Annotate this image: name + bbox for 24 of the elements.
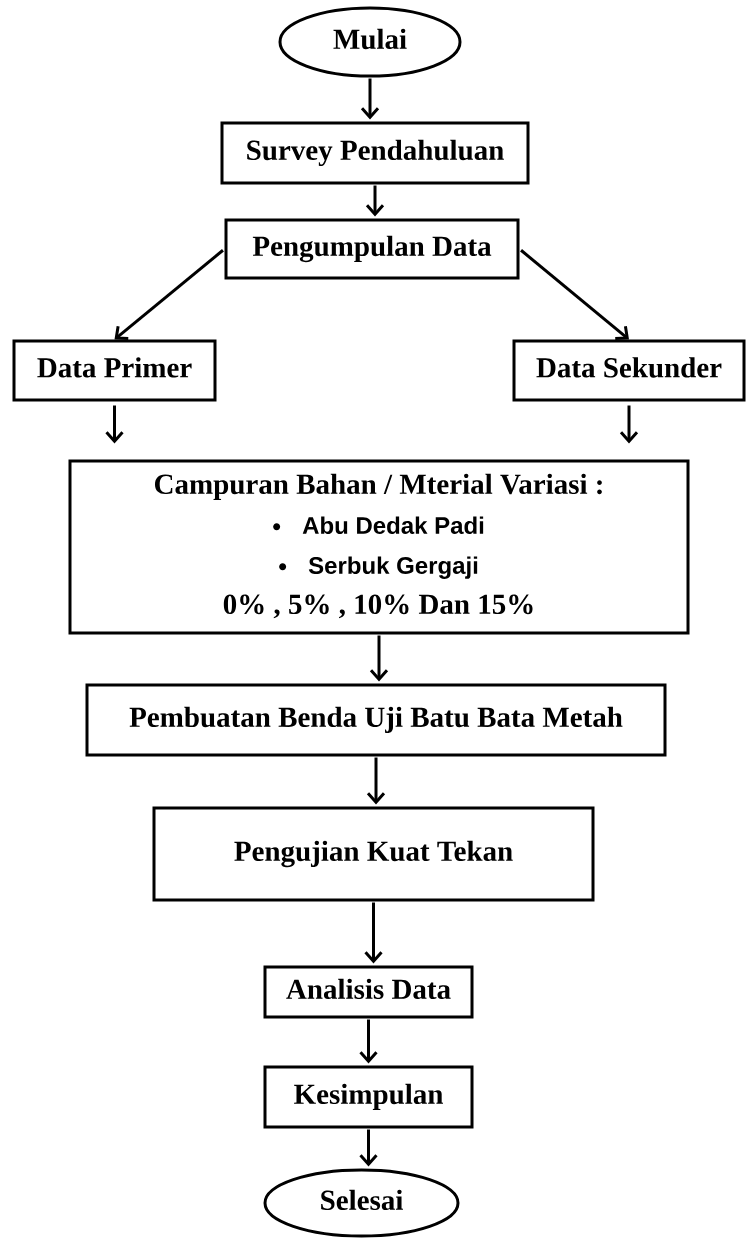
arrow xyxy=(105,405,124,444)
arrow xyxy=(619,405,639,444)
arrow xyxy=(360,78,380,120)
list-item: Serbuk Gergaji xyxy=(308,556,478,579)
arrow xyxy=(520,249,629,340)
process-box: Kesimpulan xyxy=(263,1065,474,1129)
arrow xyxy=(114,249,224,341)
percentage-text: 0% , 5% , 10% Dan 15% xyxy=(223,594,533,619)
list-item: Abu Dedak Padi xyxy=(302,516,484,535)
process-box xyxy=(68,459,690,635)
arrow xyxy=(366,757,386,805)
heading-text: Campuran Bahan / Mterial Variasi : xyxy=(155,473,602,500)
process-box: Survey Pendahuluan xyxy=(220,121,530,185)
process-box: Pengujian Kuat Tekan xyxy=(152,806,595,902)
process-box: Pengumpulan Data xyxy=(224,218,520,280)
process-box: Data Sekunder xyxy=(512,339,746,402)
process-box: Data Primer xyxy=(12,339,217,402)
process-box: Analisis Data xyxy=(263,965,474,1019)
arrow xyxy=(364,902,383,964)
process-box: Pembuatan Benda Uji Batu Bata Metah xyxy=(85,683,667,757)
arrow xyxy=(359,1129,378,1167)
arrow xyxy=(365,185,385,217)
arrow xyxy=(359,1019,378,1064)
arrow xyxy=(369,635,389,682)
